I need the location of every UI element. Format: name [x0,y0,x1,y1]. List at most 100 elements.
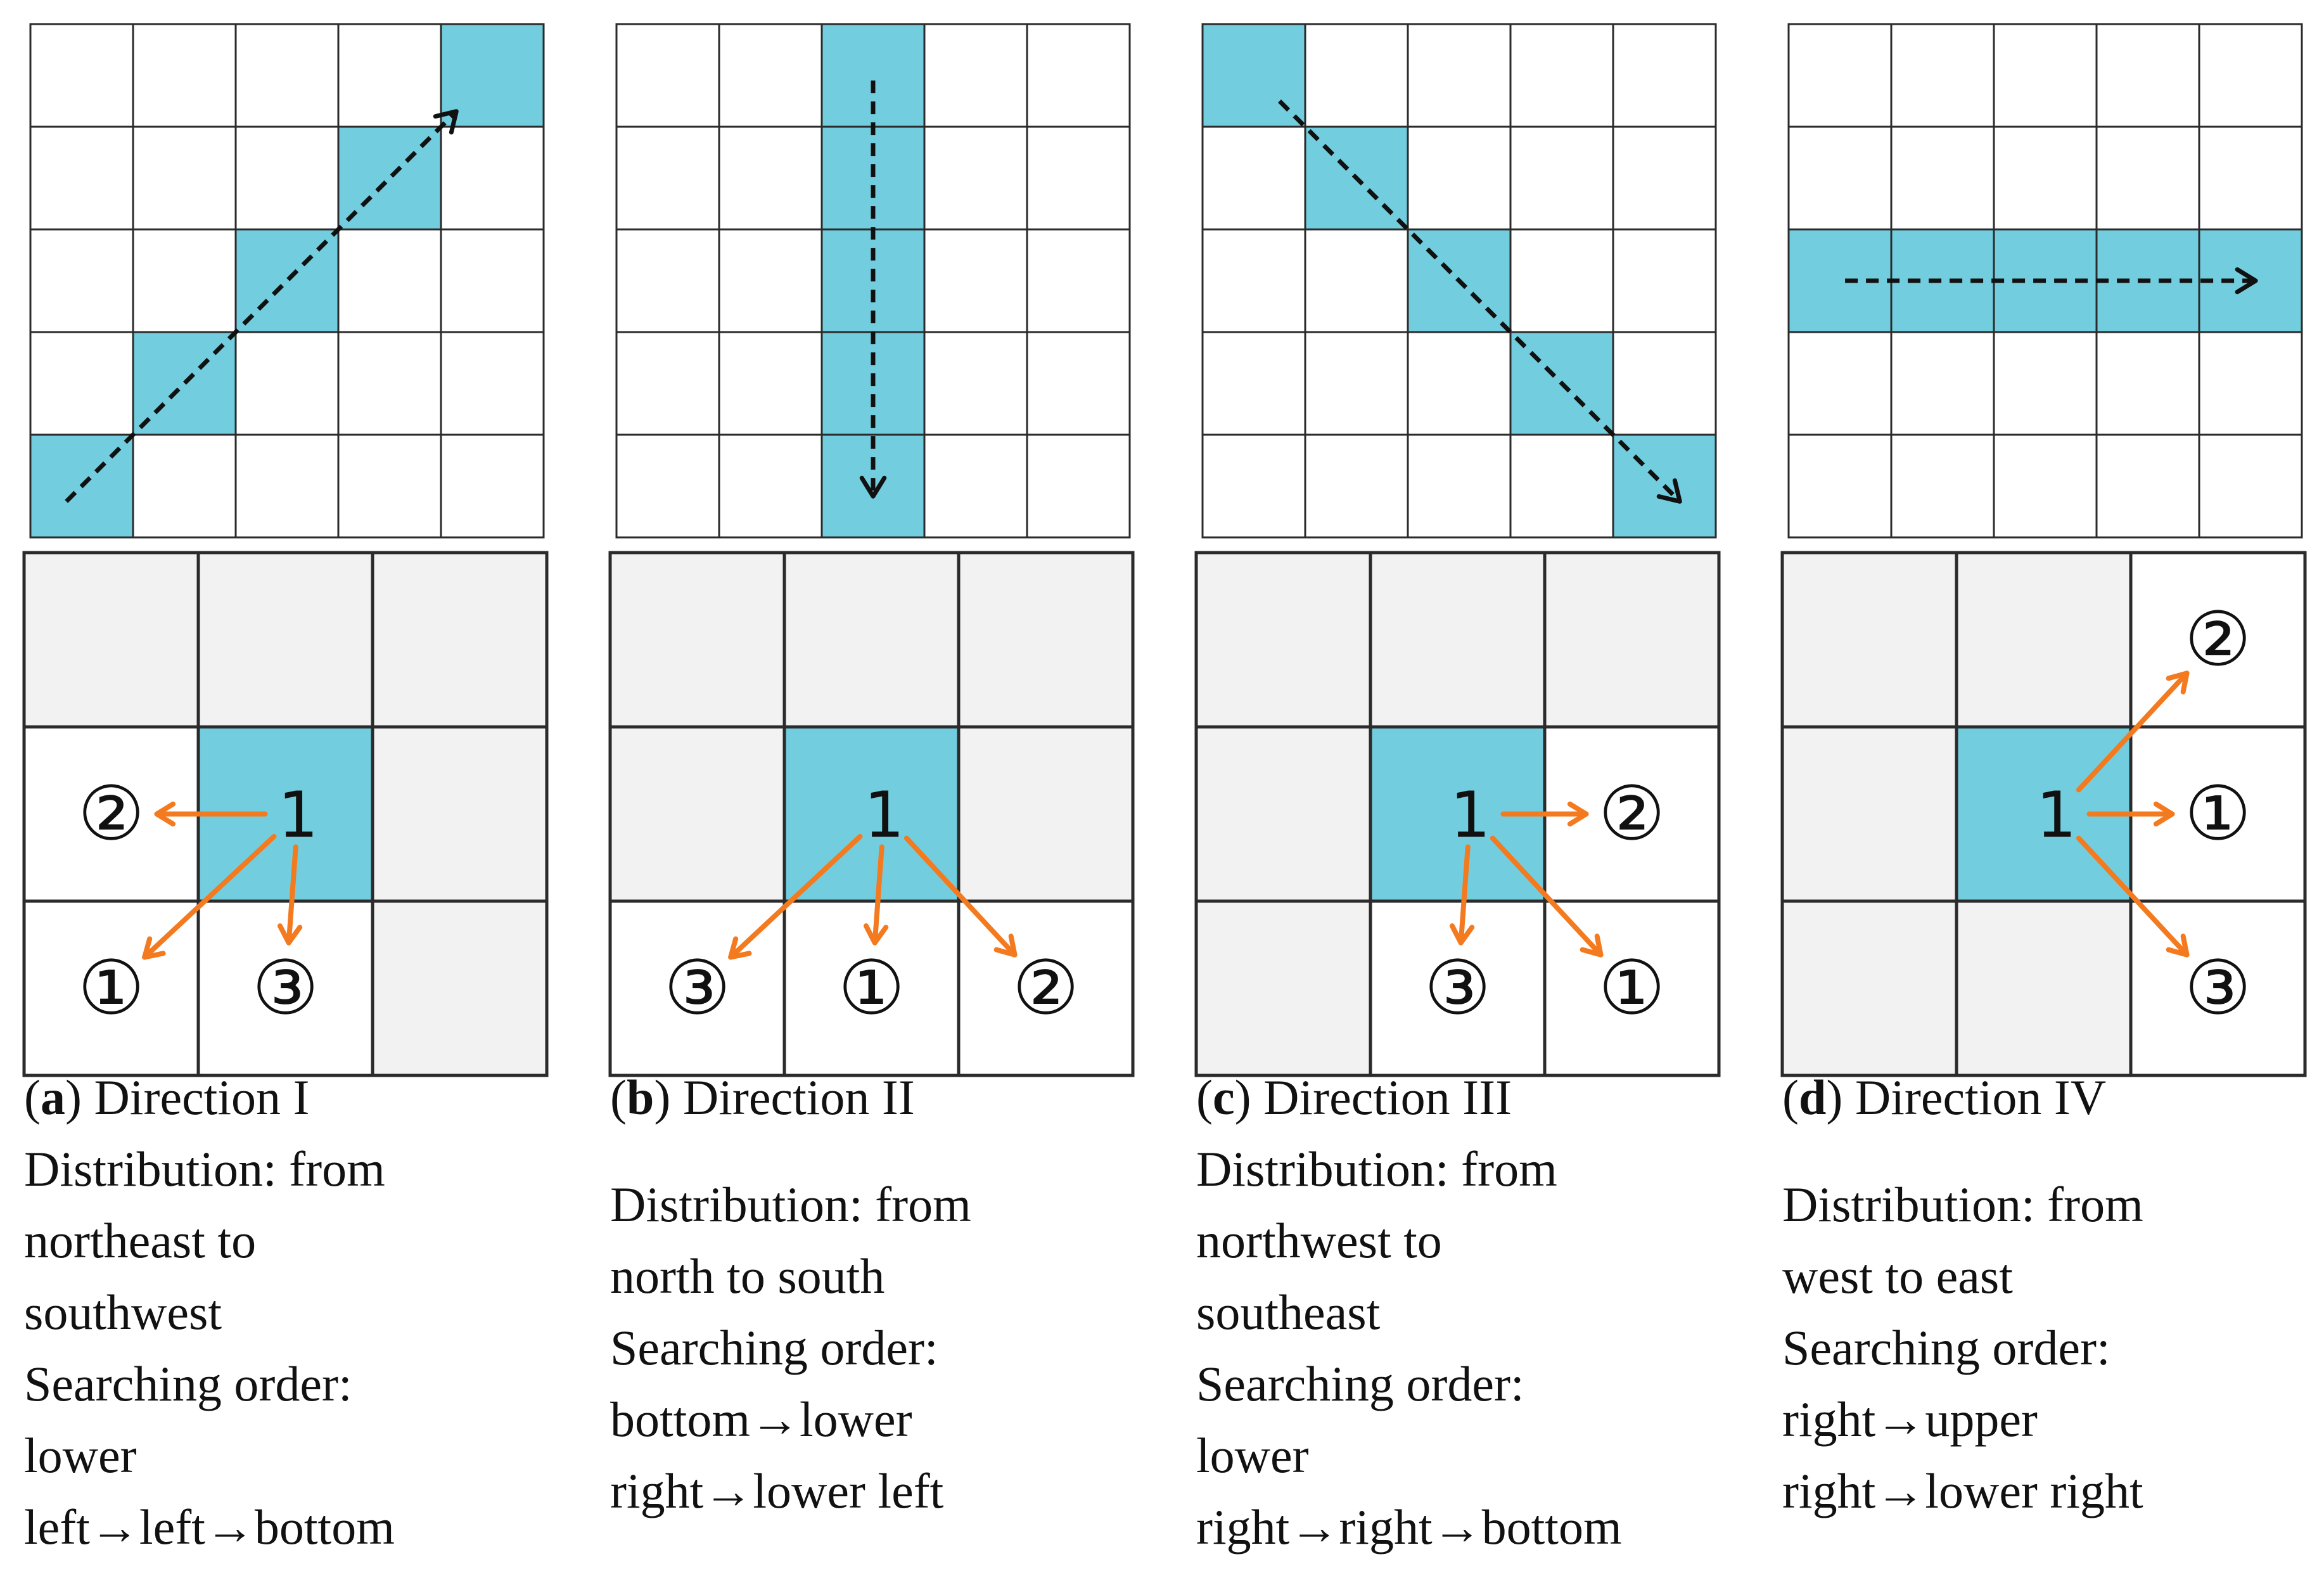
caption-title: (d) Direction IV [1782,1070,2107,1125]
caption-line: southeast [1196,1285,1381,1340]
search-order-label: ② [2185,596,2252,683]
search-arrow-line [872,844,884,946]
grid-cell [132,228,237,333]
grid-cell [1890,125,1995,231]
neighbor-cell-candidate [1369,899,1547,1077]
grid-cell [1201,433,1306,539]
neighbor-cell-excluded [371,899,549,1077]
neighbor-cell-excluded [608,551,786,729]
dashed-arrow-head-icon [433,109,459,135]
caption-letter: c [1212,1070,1235,1125]
caption-direction-iii: (c) Direction III Distribution: from nor… [1196,1061,1622,1563]
search-arrow-head-icon [1580,933,1604,958]
grid-cell [29,228,134,333]
grid-cell-highlighted [1612,433,1717,539]
grid-cell [1612,228,1717,333]
grid-cell [132,125,237,231]
neighbor-cell-candidate [957,899,1135,1077]
neighbor-cell-excluded [782,551,961,729]
center-cell-label: 1 [2036,778,2077,852]
grid-cell [1993,125,2098,231]
dashed-arrow-head-icon [1656,478,1682,504]
search-arrow-head-icon [728,936,752,960]
grid-cell [1787,433,1893,539]
grid-cell [1304,23,1409,128]
grid-cell [2095,433,2200,539]
grid-cell [1201,331,1306,436]
caption-line: right→upper [1782,1392,2038,1447]
search-order-label: ① [78,944,145,1032]
grid-cell [1201,228,1306,333]
grid-cell [923,125,1028,231]
caption-line: bottom→lower [610,1392,912,1447]
center-cell-label: 1 [278,778,319,852]
caption-direction: Direction I [94,1070,310,1125]
neighbor-cell-excluded [1955,551,2133,729]
search-order-label: ② [78,770,145,857]
grid-cell [234,125,340,231]
search-order-label: ③ [252,944,319,1032]
grid-cell [1787,125,1893,231]
caption-line: Distribution: from [610,1177,971,1232]
grid-cell [923,331,1028,436]
dashed-direction-line [65,110,458,503]
caption-direction: Direction IV [1855,1070,2107,1125]
caption-title: (b) Direction II [610,1070,915,1125]
caption-title: (a) Direction I [24,1070,310,1125]
neighbor-cell-candidate [608,899,786,1077]
caption-line: west to east [1782,1248,2013,1304]
direction-grid [1201,23,1717,539]
caption-direction-ii: (b) Direction II Distribution: from nort… [610,1061,971,1527]
grid-cell [718,228,823,333]
search-arrow-head-icon [277,923,303,946]
caption-direction: Direction II [682,1070,915,1125]
grid-cell [337,433,442,539]
caption-title: (c) Direction III [1196,1070,1512,1125]
neighbor-cell-excluded [1194,725,1372,903]
grid-cell [29,331,134,436]
grid-cell [2198,125,2303,231]
grid-cell [1993,433,2098,539]
neighbor-cell-candidate [2129,551,2307,729]
grid-cell [1612,331,1717,436]
search-order-label: ② [1012,944,1080,1032]
caption-line: Searching order: [24,1356,352,1411]
caption-letter: a [40,1070,65,1125]
neighbor-cell-excluded [22,551,200,729]
search-order-label: ① [2185,770,2252,857]
grid-cell [234,23,340,128]
grid-cell [1993,331,2098,436]
grid-cell [132,23,237,128]
search-arrow-line [2076,835,2190,958]
caption-line: lower [24,1428,137,1483]
grid-cell [1509,23,1614,128]
grid-cell [2198,331,2303,436]
caption-direction-iv: (d) Direction IV Distribution: from west… [1782,1061,2143,1527]
grid-cell [29,125,134,231]
search-order-label: ② [1599,770,1666,857]
grid-cell [718,23,823,128]
direction-grid [615,23,1131,539]
neighbor-cell-excluded [1780,899,1958,1077]
direction-grid [29,23,545,539]
grid-cell [1612,125,1717,231]
search-arrow-head-icon [142,936,166,960]
grid-cell [923,433,1028,539]
grid-cell [615,228,720,333]
grid-cell [1304,331,1409,436]
grid-cell-highlighted [1201,23,1306,128]
search-arrow-head-icon [863,923,889,946]
caption-line: southwest [24,1285,222,1340]
neighbor-cell-center [782,725,961,903]
caption-letter: b [626,1070,654,1125]
grid-cell [1509,125,1614,231]
caption-line: northeast to [24,1213,257,1268]
neighbor-cell-excluded [1955,899,2133,1077]
